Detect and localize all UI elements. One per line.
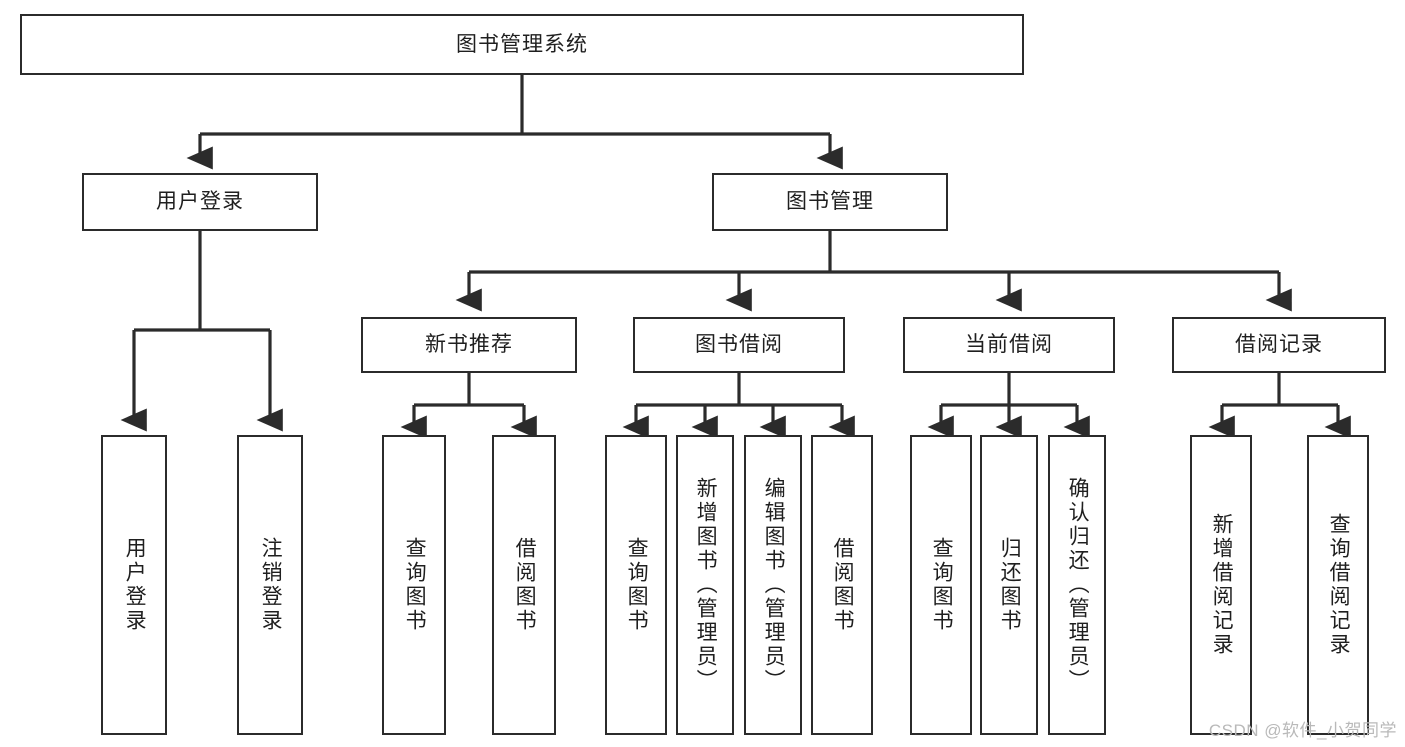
node-current-borrow-label: 当前借阅: [965, 333, 1053, 357]
node-user-login[interactable]: 用户登录: [82, 173, 318, 231]
node-new-book-rec[interactable]: 新书推荐: [361, 317, 577, 373]
node-current-borrow[interactable]: 当前借阅: [903, 317, 1115, 373]
node-root[interactable]: 图书管理系统: [20, 14, 1024, 75]
node-leaf-query-book-3[interactable]: 查询图书: [910, 435, 972, 735]
node-leaf-query-record[interactable]: 查询借阅记录: [1307, 435, 1369, 735]
node-new-book-rec-label: 新书推荐: [425, 333, 513, 357]
node-book-manage-label: 图书管理: [786, 190, 874, 214]
node-leaf-query-book-1[interactable]: 查询图书: [382, 435, 446, 735]
node-leaf-query-record-label: 查询借阅记录: [1327, 513, 1351, 657]
node-leaf-user-login[interactable]: 用户登录: [101, 435, 167, 735]
watermark: CSDN @软件_小贺同学: [1208, 721, 1397, 740]
node-leaf-query-book-3-label: 查询图书: [930, 537, 954, 633]
node-book-borrow-label: 图书借阅: [695, 333, 783, 357]
node-leaf-borrow-book-2[interactable]: 借阅图书: [811, 435, 873, 735]
node-leaf-confirm-return[interactable]: 确认归还（管理员）: [1048, 435, 1106, 735]
node-leaf-query-book-2-label: 查询图书: [625, 537, 649, 633]
node-leaf-add-record[interactable]: 新增借阅记录: [1190, 435, 1252, 735]
node-leaf-query-book-1-label: 查询图书: [403, 537, 427, 633]
node-leaf-user-login-label: 用户登录: [123, 537, 147, 633]
node-borrow-record-label: 借阅记录: [1235, 333, 1323, 357]
node-leaf-add-book-label: 新增图书（管理员）: [694, 477, 718, 693]
node-leaf-borrow-book-1[interactable]: 借阅图书: [492, 435, 556, 735]
node-leaf-confirm-return-label: 确认归还（管理员）: [1066, 477, 1090, 693]
node-leaf-add-book[interactable]: 新增图书（管理员）: [676, 435, 734, 735]
node-book-borrow[interactable]: 图书借阅: [633, 317, 845, 373]
node-leaf-borrow-book-1-label: 借阅图书: [513, 537, 537, 633]
node-root-label: 图书管理系统: [456, 32, 588, 56]
node-user-login-label: 用户登录: [156, 190, 244, 214]
node-leaf-add-record-label: 新增借阅记录: [1210, 513, 1234, 657]
node-borrow-record[interactable]: 借阅记录: [1172, 317, 1386, 373]
node-book-manage[interactable]: 图书管理: [712, 173, 948, 231]
node-leaf-edit-book-label: 编辑图书（管理员）: [762, 477, 786, 693]
node-leaf-logout-label: 注销登录: [259, 537, 283, 633]
node-leaf-logout[interactable]: 注销登录: [237, 435, 303, 735]
node-leaf-borrow-book-2-label: 借阅图书: [831, 537, 855, 633]
node-leaf-return-book[interactable]: 归还图书: [980, 435, 1038, 735]
node-leaf-query-book-2[interactable]: 查询图书: [605, 435, 667, 735]
node-leaf-return-book-label: 归还图书: [998, 537, 1022, 633]
node-leaf-edit-book[interactable]: 编辑图书（管理员）: [744, 435, 802, 735]
